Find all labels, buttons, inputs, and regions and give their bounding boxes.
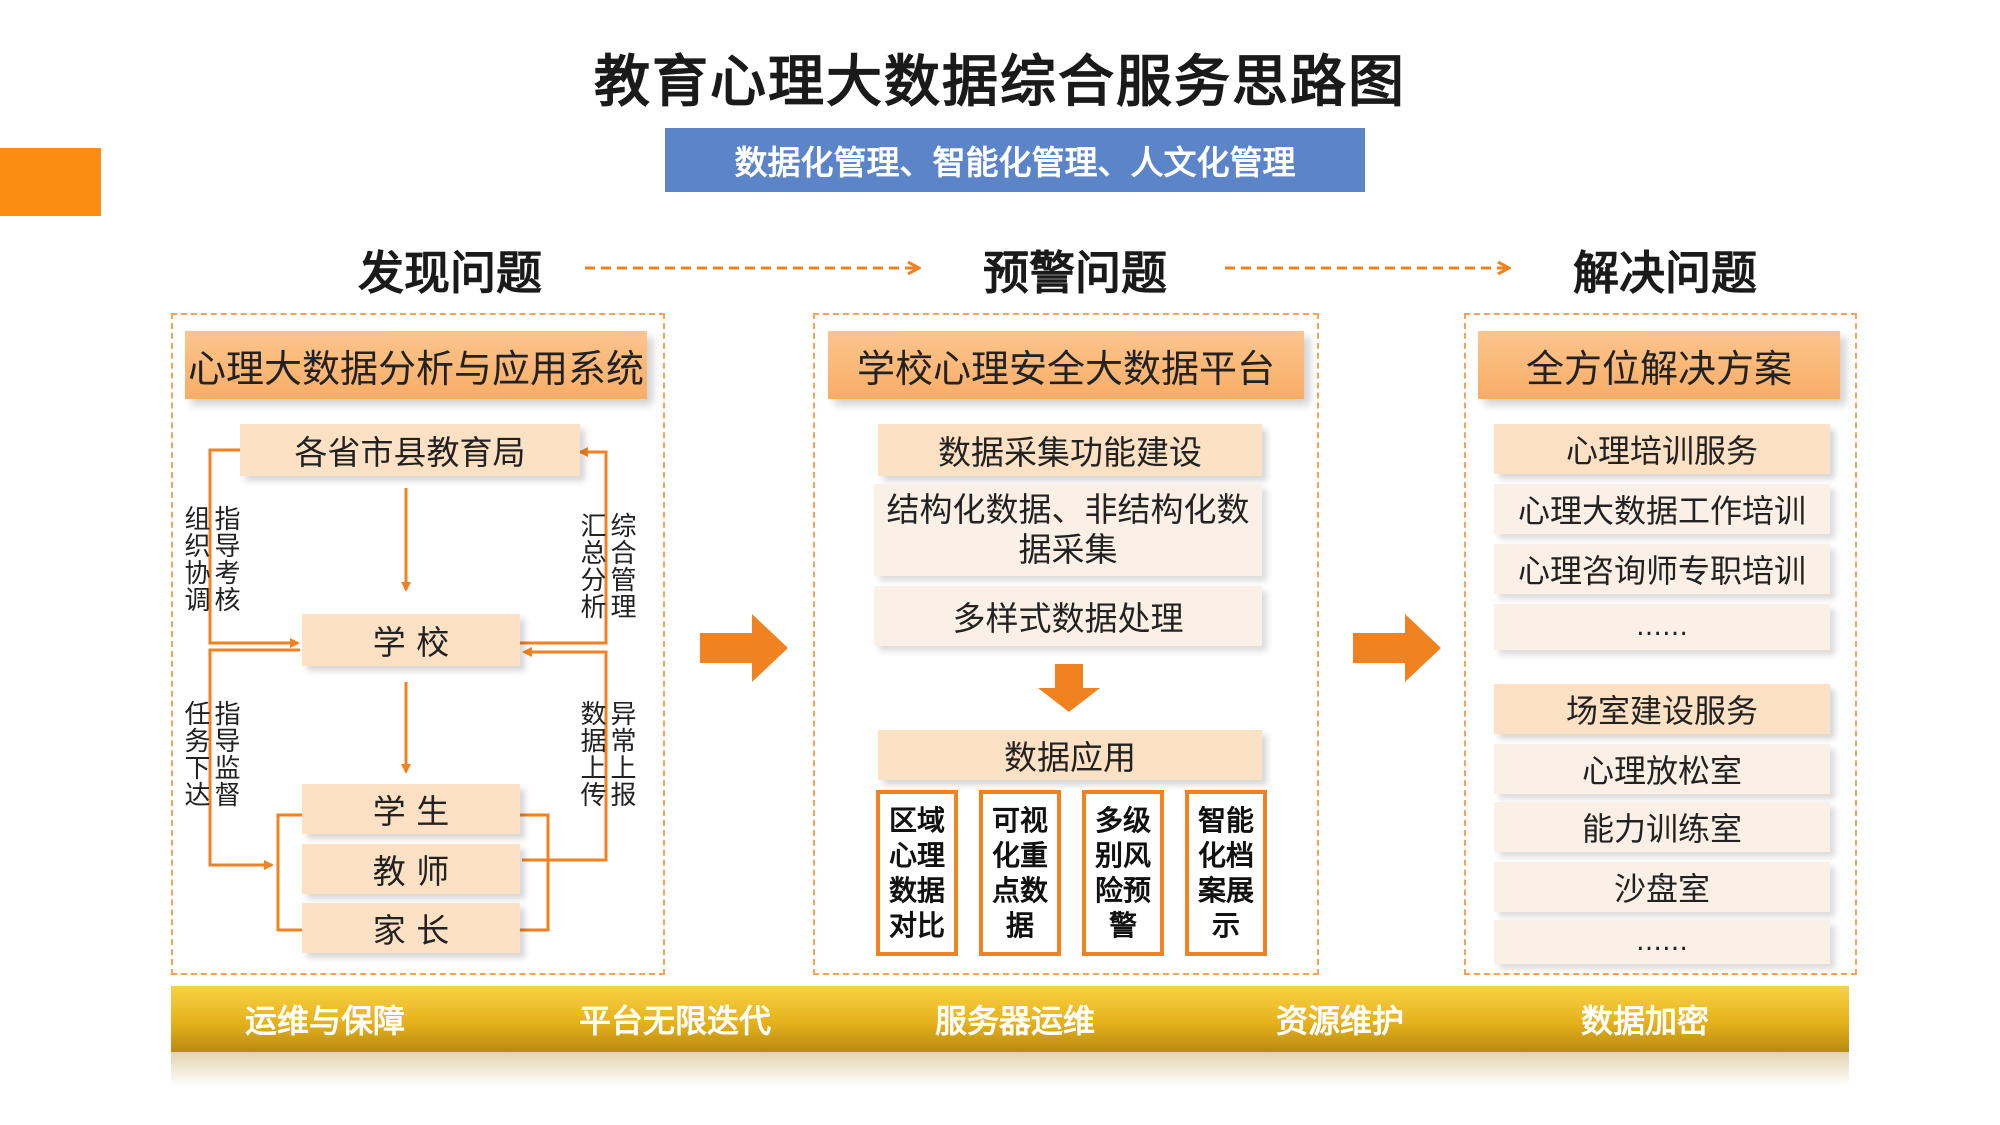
page-title: 教育心理大数据综合服务思路图 [594,49,1406,115]
block-arrow-2 [1353,614,1441,682]
teacher-box: 教 师 [302,844,520,894]
app-archive-display: 智能化档案展示 [1185,790,1267,956]
label-guide-assess: 指导考核 [210,505,240,613]
phase-discover: 发现问题 [358,246,542,300]
label-supervise: 指导监督 [210,700,240,808]
label-organize: 组织协调 [180,505,210,613]
label-manage: 综合管理 [606,512,636,620]
app-regional-compare: 区域心理数据对比 [876,790,958,956]
footer-encryption: 数据加密 [1580,1002,1709,1040]
training-service-box: 心理培训服务 [1494,424,1830,474]
middle-panel-header: 学校心理安全大数据平台 [828,331,1304,399]
footer-iteration: 平台无限迭代 [578,1002,771,1040]
room-service-box: 场室建设服务 [1494,684,1830,734]
sandtray-room-box: 沙盘室 [1494,862,1830,912]
footer-bar [171,986,1849,1052]
bigdata-training-box: 心理大数据工作培训 [1494,484,1830,534]
data-collection-box: 数据采集功能建设 [878,424,1262,476]
phase-warn: 预警问题 [983,246,1167,300]
down-arrow [1038,664,1100,712]
footer-server: 服务器运维 [934,1002,1095,1040]
left-panel-header: 心理大数据分析与应用系统 [185,331,647,399]
phase-solve: 解决问题 [1573,246,1757,300]
panel-solve [1464,313,1857,975]
label-upload: 数据上传 [576,700,606,808]
training-more-box: …… [1494,604,1830,650]
label-assign: 任务下达 [180,700,210,808]
parent-box: 家 长 [302,903,520,953]
education-bureau-box: 各省市县教育局 [240,424,580,476]
school-box: 学 校 [302,614,520,666]
footer-shadow [171,1052,1849,1086]
corner-accent [0,148,101,216]
label-report: 异常上报 [606,700,636,808]
room-more-box: …… [1494,920,1830,964]
label-summary: 汇总分析 [576,512,606,620]
block-arrow-1 [700,614,788,682]
relax-room-box: 心理放松室 [1494,744,1830,794]
data-processing-box: 多样式数据处理 [874,586,1262,646]
training-room-box: 能力训练室 [1494,802,1830,852]
counselor-training-box: 心理咨询师专职培训 [1494,544,1830,594]
panel-discover [171,313,665,975]
footer-resource: 资源维护 [1275,1002,1404,1040]
app-visual-data: 可视化重点数据 [979,790,1061,956]
structured-data-box: 结构化数据、非结构化数据采集 [874,484,1262,576]
app-risk-warning: 多级别风险预警 [1082,790,1164,956]
right-panel-header: 全方位解决方案 [1478,331,1840,399]
footer-ops: 运维与保障 [244,1002,405,1040]
panel-warn [813,313,1319,975]
data-application-box: 数据应用 [878,730,1262,780]
student-box: 学 生 [302,784,520,834]
subtitle-banner: 数据化管理、智能化管理、人文化管理 [665,128,1365,192]
